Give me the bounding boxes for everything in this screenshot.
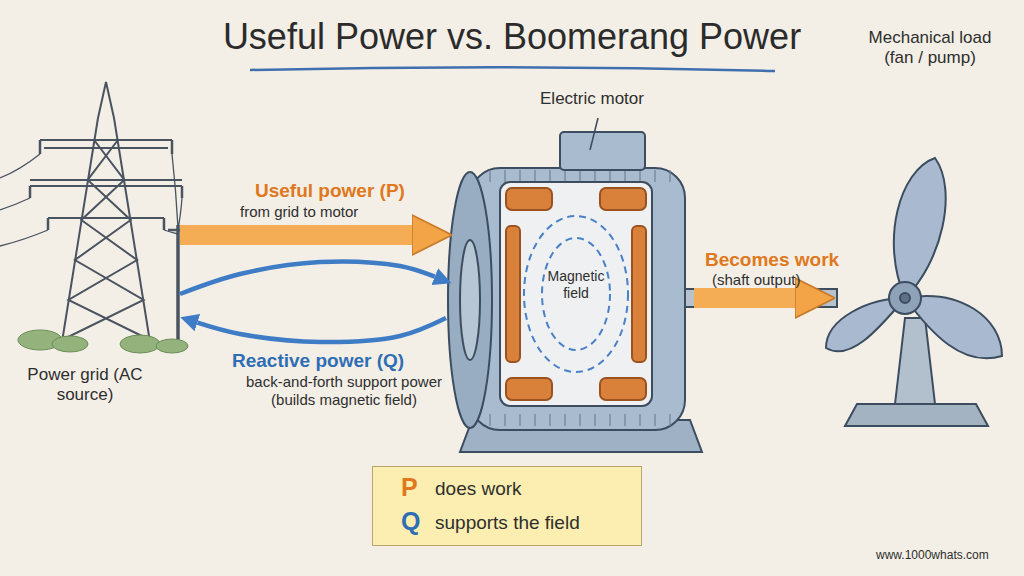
key-box: Pdoes workQsupports the field [372,466,642,546]
edge-label: Becomes work [705,249,839,271]
bushes [18,330,188,353]
watermark: www.1000whats.com [876,548,1016,562]
power-grid-node: Power grid (AC source) [20,80,180,410]
edge-label: Reactive power (Q) [232,350,404,372]
flow-note: back-and-forth support power (builds mag… [226,373,462,408]
motor-illustration [448,118,837,452]
diagram-title: Useful Power vs. Boomerang Power [0,16,1024,58]
reactive-power-loop [180,262,446,343]
mechanical-load-node: Mechanical load (fan / pump) [835,22,1015,422]
connector-path [197,318,446,342]
symbol-letter: Q [401,507,431,537]
field-label: Magnetic field [541,268,611,301]
power-flow-arrow [180,235,412,236]
connector-path [694,288,795,308]
node-label: Mechanical load (fan / pump) [855,28,1005,68]
title-underline [250,67,775,71]
edge-label: Useful power (P) [255,180,405,202]
connector-path [180,225,412,245]
node-label: Electric motor [522,89,662,109]
connector-path [180,262,435,294]
flow-note: (shaft output) [712,271,832,289]
node-label: Power grid (AC source) [25,365,145,405]
fan-illustration [826,158,1002,426]
flow-note: from grid to motor [240,203,440,221]
node-label: does work [435,478,635,500]
power-flow-arrow [694,298,795,299]
symbol-letter: P [401,473,431,503]
node-label: supports the field [435,512,635,534]
transmission-tower [0,82,188,346]
